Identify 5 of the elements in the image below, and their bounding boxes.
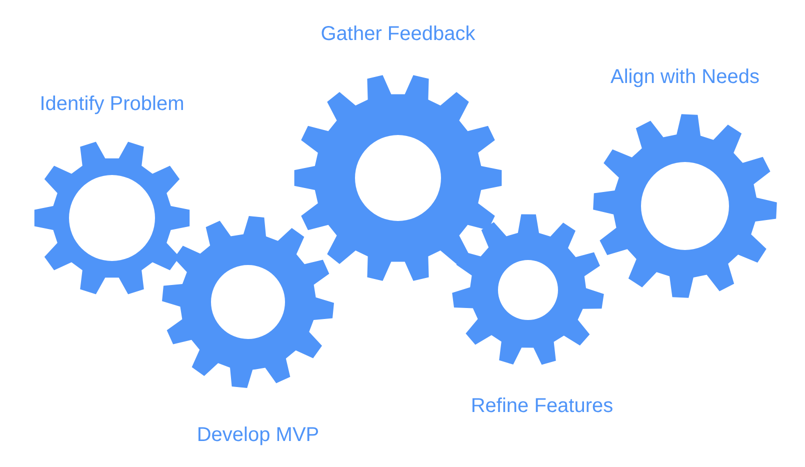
gear-label: Refine Features [470, 394, 614, 418]
gear-label: Gather Feedback [320, 22, 476, 46]
gear-label: Develop MVP [196, 423, 320, 447]
gear-label: Align with Needs [610, 65, 760, 89]
gear-label: Identify Problem [40, 92, 184, 116]
